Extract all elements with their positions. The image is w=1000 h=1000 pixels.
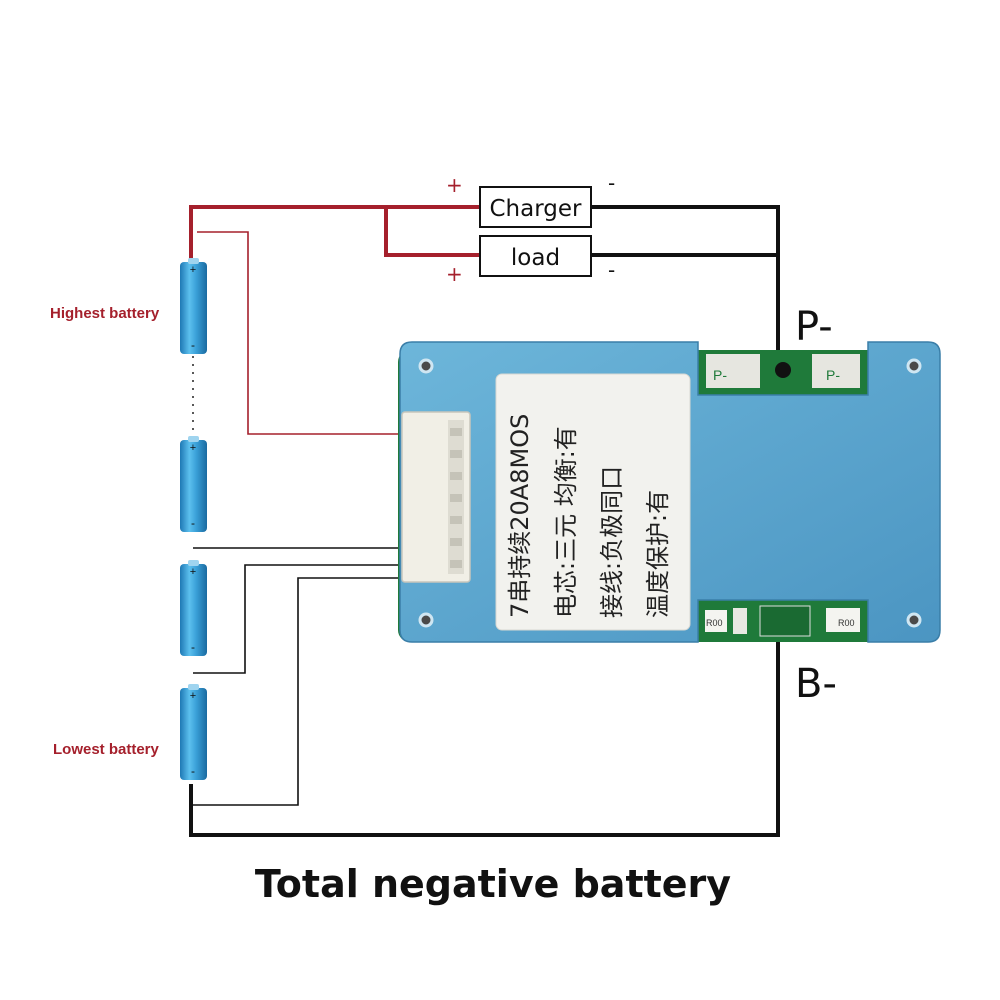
cell-lower-middle: + - [180, 560, 207, 656]
b-minus-label: B- [795, 661, 837, 707]
balance-connector [401, 411, 471, 583]
charger-plus-sign: + [446, 173, 463, 197]
screw-holes [418, 358, 922, 628]
cell-plus-sign: + [190, 566, 196, 578]
p-minus-label: P- [795, 304, 833, 350]
sticker-line-4: 温度保护:有 [644, 490, 672, 618]
load-minus-sign: - [608, 258, 615, 282]
cell-minus-sign: - [191, 764, 195, 778]
cell-lowest: + - [180, 684, 207, 780]
bms-board: P- P- R00 R00 [398, 341, 941, 643]
charger-label: Charger [490, 196, 583, 222]
cell-minus-sign: - [191, 640, 195, 654]
balance-wires [192, 231, 400, 806]
sticker: 7串持续20A8MOS 电芯:三元 均衡:有 接线:负极同口 温度保护:有 [495, 373, 691, 631]
pad-label-p2: P- [826, 367, 840, 383]
resistor-label-2: R00 [838, 618, 855, 628]
footer-caption: Total negative battery [255, 862, 731, 906]
sticker-line-2: 电芯:三元 均衡:有 [552, 426, 580, 618]
cell-minus-sign: - [191, 516, 195, 530]
cell-highest: + - [180, 258, 207, 354]
pad-label-p1: P- [713, 367, 727, 383]
sticker-line-3: 接线:负极同口 [598, 466, 626, 618]
p-minus-pads: P- P- [702, 350, 864, 392]
cell-plus-sign: + [190, 690, 196, 702]
b-minus-pads: R00 R00 [702, 602, 864, 638]
load-plus-sign: + [446, 262, 463, 286]
charger-box: Charger [479, 186, 592, 228]
highest-battery-label: Highest battery [50, 305, 160, 322]
red-positive-wires [189, 205, 480, 262]
cell-plus-sign: + [190, 264, 196, 276]
cell-minus-sign: - [191, 338, 195, 352]
charger-minus-sign: - [608, 171, 615, 195]
load-label: load [511, 245, 560, 271]
resistor-label-1: R00 [706, 618, 723, 628]
load-box: load [479, 235, 592, 277]
cell-upper-middle: + - [180, 436, 207, 532]
sticker-line-1: 7串持续20A8MOS [506, 414, 534, 618]
cell-plus-sign: + [190, 442, 196, 454]
black-negative-wires [189, 205, 780, 837]
lowest-battery-label: Lowest battery [53, 741, 160, 758]
